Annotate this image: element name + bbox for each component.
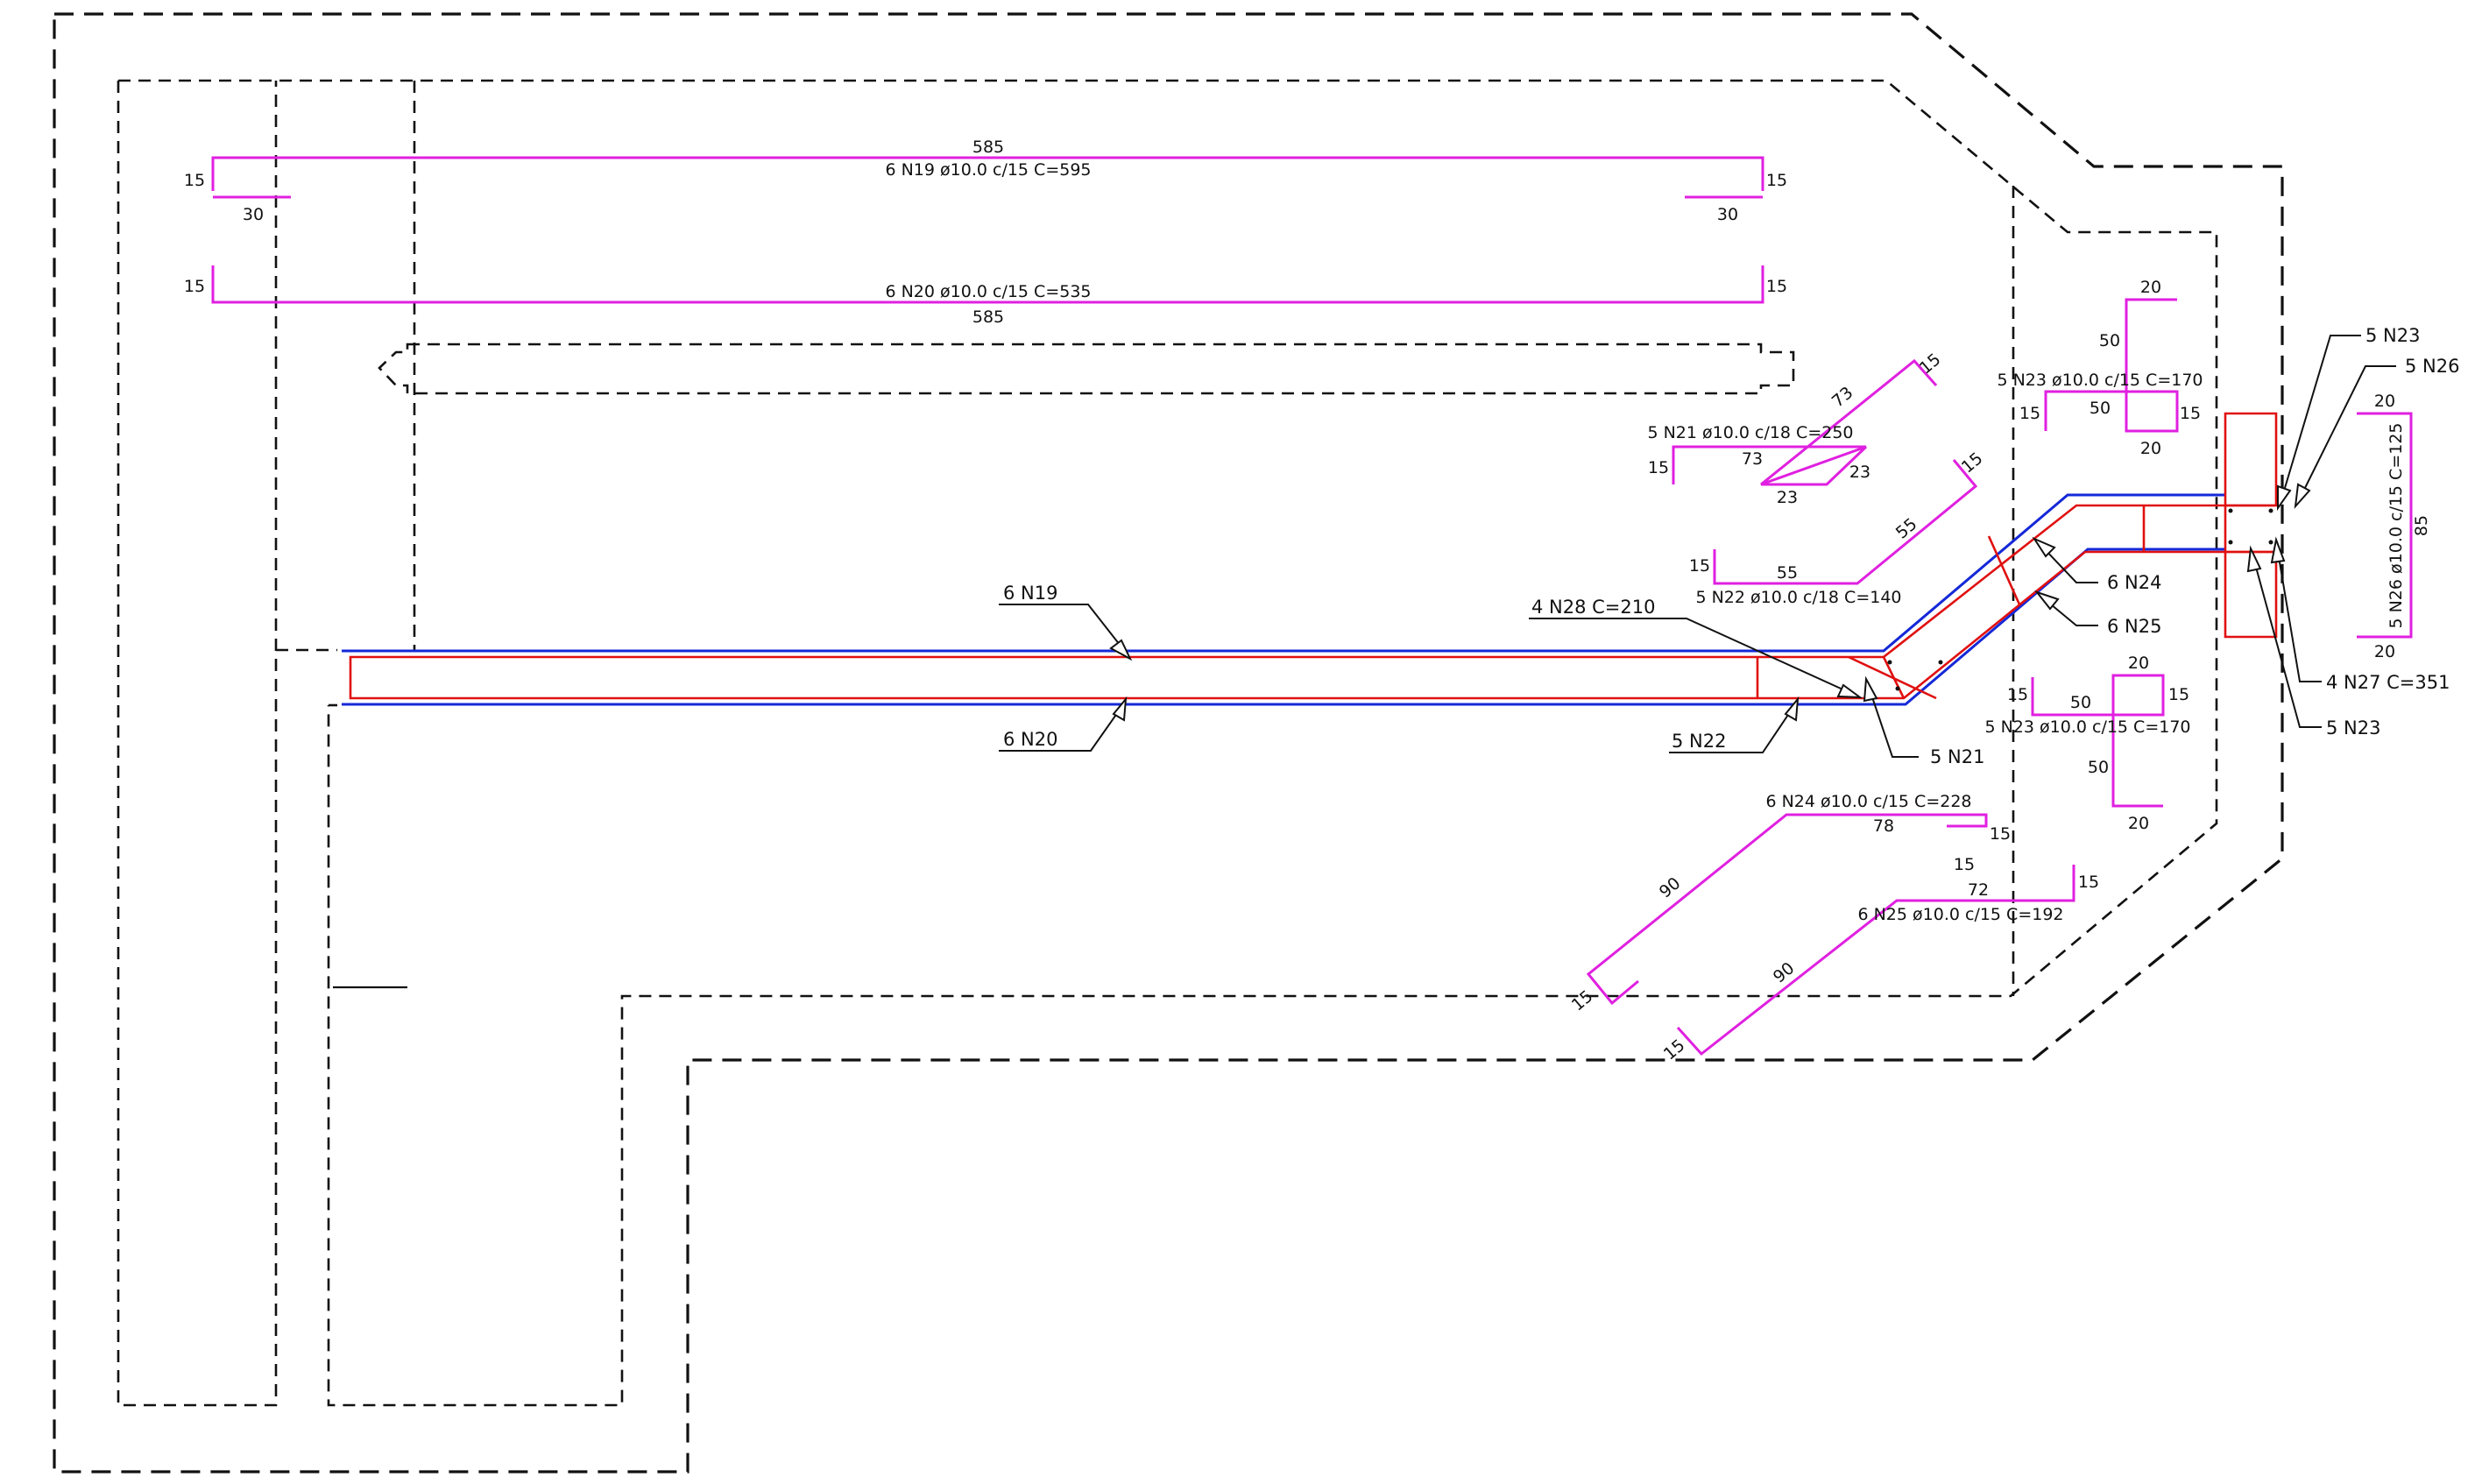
n23-bottom-hook-left: 15 <box>2007 685 2028 704</box>
n19-spec: 6 N19 ø10.0 c/15 C=595 <box>885 160 1091 180</box>
n23-top-w-top: 20 <box>2140 278 2161 297</box>
callout-n21: 5 N21 <box>1863 675 1984 767</box>
n19-hook-left: 15 <box>184 171 205 190</box>
n22-hook-b: 15 <box>1958 449 1987 477</box>
n23-bottom-h: 50 <box>2088 758 2109 777</box>
n23-top-w-bottom: 20 <box>2140 439 2161 458</box>
bar-detail-n24: 6 N24 ø10.0 c/15 C=228 78 90 15 15 15 <box>1568 792 2011 1015</box>
n24-spec: 6 N24 ø10.0 c/15 C=228 <box>1765 792 1971 811</box>
n26-h: 85 <box>2412 515 2431 536</box>
n23-bottom-w-mid: 50 <box>2070 693 2091 712</box>
slab-outline-outer <box>53 12 2284 1473</box>
n26-w-top: 20 <box>2374 392 2395 411</box>
n23-bottom-spec: 5 N23 ø10.0 c/15 C=170 <box>1984 717 2190 737</box>
n23-top-w-mid: 50 <box>2090 399 2111 418</box>
slab-outline-inner <box>117 79 2218 1407</box>
n20-spec: 6 N20 ø10.0 c/15 C=535 <box>885 282 1091 301</box>
n20-hook-left: 15 <box>184 277 205 296</box>
callout-n24-label: 6 N24 <box>2107 572 2161 593</box>
n19-hook-right: 15 <box>1766 171 1787 190</box>
section-outline <box>349 412 2278 700</box>
n19-length-top: 585 <box>972 138 1004 157</box>
callout-n23-a-label: 5 N23 <box>2365 325 2420 346</box>
n22-hook-a: 15 <box>1689 556 1710 576</box>
callout-n28-label: 4 N28 C=210 <box>1531 597 1655 618</box>
n22-seg-b: 55 <box>1892 514 1921 542</box>
n21-hook-a: 15 <box>1648 458 1669 477</box>
n22-spec: 5 N22 ø10.0 c/18 C=140 <box>1695 588 1901 607</box>
n25-hook-a: 15 <box>2078 873 2099 892</box>
n20-length-bottom: 585 <box>972 307 1004 327</box>
n24-seg-top: 78 <box>1873 816 1894 836</box>
n24-hook-a: 15 <box>1990 824 2011 844</box>
opening-outline <box>378 343 1795 395</box>
n23-top-h: 50 <box>2099 331 2120 350</box>
n24-hook-c: 15 <box>1568 986 1597 1014</box>
n25-spec: 6 N25 ø10.0 c/15 C=192 <box>1857 905 2063 924</box>
callout-n27-label: 4 N27 C=351 <box>2326 672 2450 693</box>
callout-n26-label: 5 N26 <box>2405 356 2459 377</box>
n19-foot-right: 30 <box>1717 205 1738 224</box>
bar-detail-n21: 5 N21 ø10.0 c/18 C=250 73 73 23 23 15 15 <box>1647 350 1944 507</box>
n26-w-bottom: 20 <box>2374 642 2395 661</box>
n25-seg-top: 72 <box>1968 880 1989 900</box>
n23-bottom-hook-right: 15 <box>2168 685 2189 704</box>
n23-top-spec: 5 N23 ø10.0 c/15 C=170 <box>1997 371 2203 390</box>
n21-seg-c: 23 <box>1849 463 1870 482</box>
callout-n23-b-label: 5 N23 <box>2326 717 2380 738</box>
n21-spec: 5 N21 ø10.0 c/18 C=250 <box>1647 423 1853 442</box>
callout-n23-a: 5 N23 <box>2277 325 2420 512</box>
n23-top-hook-right: 15 <box>2180 404 2201 423</box>
callout-n23-b: 5 N23 <box>2246 545 2380 738</box>
callout-n25: 6 N25 <box>2034 590 2161 637</box>
callout-n27: 4 N27 C=351 <box>2270 536 2450 693</box>
bar-detail-n23-bottom: 20 50 5 N23 ø10.0 c/15 C=170 50 20 15 15 <box>1984 654 2190 833</box>
callout-n24: 6 N24 <box>2032 536 2161 593</box>
main-bars <box>342 493 2225 706</box>
callout-n19: 6 N19 <box>999 583 1133 661</box>
bar-detail-n26: 20 20 5 N26 ø10.0 c/15 C=125 85 <box>2357 392 2431 661</box>
n24-seg-diag: 90 <box>1656 873 1685 901</box>
n21-seg-b: 73 <box>1828 383 1857 411</box>
n23-bottom-w-top: 20 <box>2128 654 2149 673</box>
callout-n25-label: 6 N25 <box>2107 616 2161 637</box>
callout-n22-label: 5 N22 <box>1672 731 1726 752</box>
n24-hook-b: 15 <box>1954 855 1975 874</box>
n19-foot-left: 30 <box>243 205 264 224</box>
callout-n20: 6 N20 <box>999 696 1128 752</box>
n20-hook-right: 15 <box>1766 277 1787 296</box>
n23-bottom-w-bottom: 20 <box>2128 814 2149 833</box>
n21-hook-b: 15 <box>1916 350 1945 378</box>
n23-top-hook-left: 15 <box>2019 404 2040 423</box>
callout-n22: 5 N22 <box>1669 696 1800 753</box>
n26-spec: 5 N26 ø10.0 c/15 C=125 <box>2387 422 2406 628</box>
n21-seg-a: 73 <box>1742 449 1763 469</box>
bar-detail-n25: 72 6 N25 ø10.0 c/15 C=192 90 15 15 <box>1660 865 2099 1064</box>
n21-seg-d: 23 <box>1777 488 1798 507</box>
callout-n19-label: 6 N19 <box>1003 583 1057 604</box>
bar-detail-n19: 585 6 N19 ø10.0 c/15 C=595 15 15 30 30 <box>184 138 1787 224</box>
bar-detail-n23-top: 20 50 5 N23 ø10.0 c/15 C=170 50 20 15 15 <box>1997 278 2203 458</box>
callout-n28: 4 N28 C=210 <box>1529 597 1863 699</box>
n22-seg-a: 55 <box>1777 563 1798 583</box>
callout-n20-label: 6 N20 <box>1003 729 1057 750</box>
bar-detail-n20: 6 N20 ø10.0 c/15 C=535 585 15 15 <box>184 265 1787 327</box>
callout-n21-label: 5 N21 <box>1930 746 1984 767</box>
callout-n26: 5 N26 <box>2294 356 2459 510</box>
